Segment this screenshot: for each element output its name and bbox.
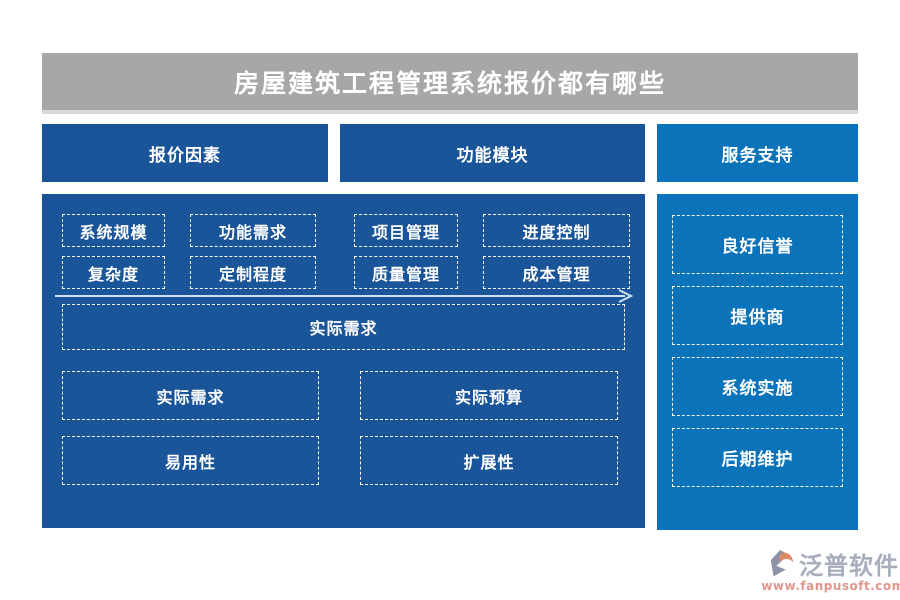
module-box-quality-management: 质量管理 — [354, 256, 458, 289]
box-actual-budget: 实际预算 — [360, 371, 618, 420]
factor-box-function-needs: 功能需求 — [190, 214, 316, 247]
box-usability: 易用性 — [62, 436, 319, 485]
brand-footer: 泛普软件 www.fanpusoft.com — [761, 546, 900, 593]
page-title: 房屋建筑工程管理系统报价都有哪些 — [42, 53, 858, 114]
header-quotation-factors: 报价因素 — [42, 124, 328, 182]
service-box-system-implementation: 系统实施 — [672, 357, 843, 416]
brand-website: www.fanpusoft.com — [761, 579, 900, 593]
service-support-panel: 良好信誉 提供商 系统实施 后期维护 — [657, 194, 858, 530]
header-service-support: 服务支持 — [657, 124, 858, 182]
module-box-cost-management: 成本管理 — [483, 256, 630, 289]
factor-box-customization: 定制程度 — [190, 256, 316, 289]
service-box-provider: 提供商 — [672, 286, 843, 345]
actual-needs-wide-box: 实际需求 — [62, 304, 625, 350]
factor-box-system-scale: 系统规模 — [62, 214, 165, 247]
factor-box-complexity: 复杂度 — [62, 256, 165, 289]
box-extensibility: 扩展性 — [360, 436, 618, 485]
service-box-good-reputation: 良好信誉 — [672, 215, 843, 274]
box-actual-needs: 实际需求 — [62, 371, 319, 420]
module-box-schedule-control: 进度控制 — [483, 214, 630, 247]
service-box-later-maintenance: 后期维护 — [672, 428, 843, 487]
module-box-project-management: 项目管理 — [354, 214, 458, 247]
brand-name: 泛普软件 — [799, 552, 899, 580]
factors-modules-panel: 系统规模 功能需求 项目管理 进度控制 复杂度 定制程度 质量管理 成本管理 实… — [42, 194, 645, 528]
fanpu-logo-icon — [767, 549, 797, 579]
right-arrow-icon — [55, 288, 637, 303]
header-function-modules: 功能模块 — [340, 124, 645, 182]
